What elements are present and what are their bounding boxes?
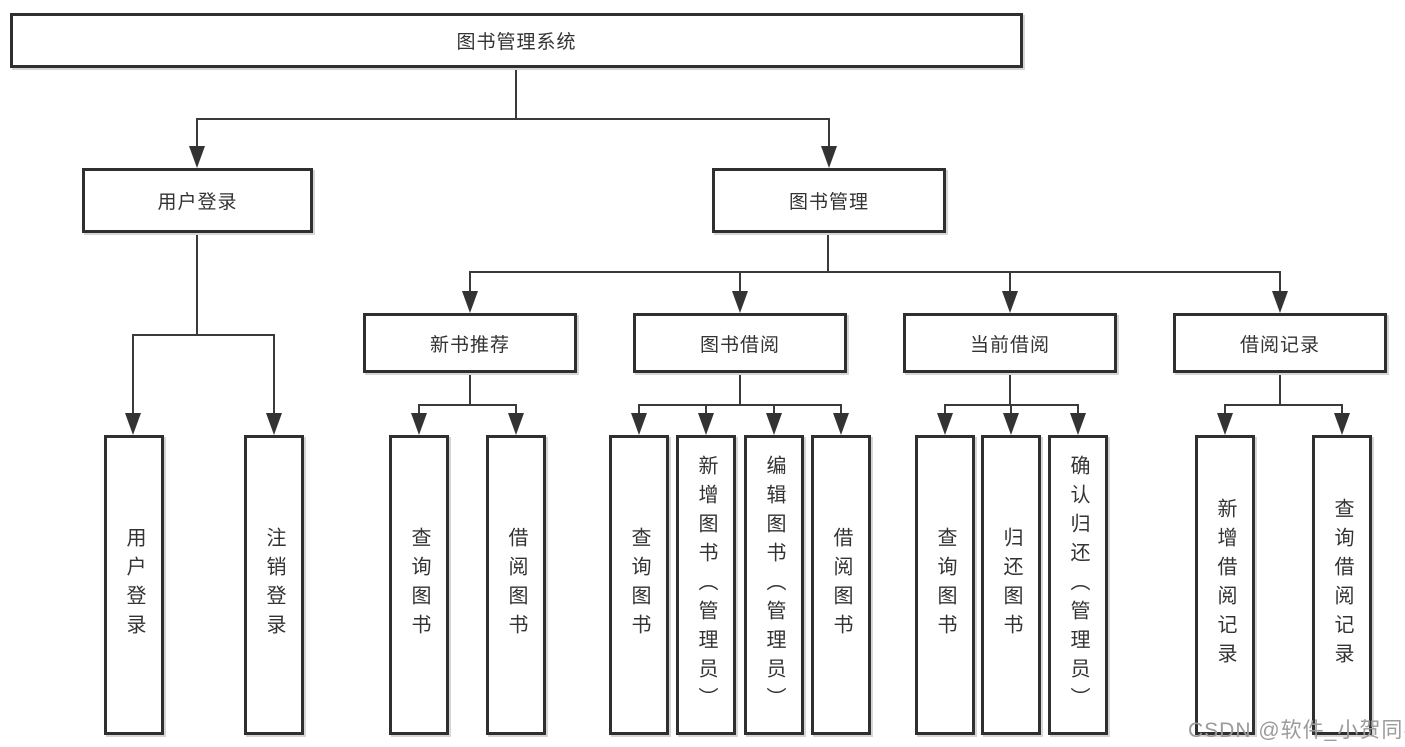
connector-current-borrow-stub — [1009, 373, 1011, 406]
connector-root-bar — [197, 118, 830, 120]
leaf-cb-return-books-label: 归还图书 — [1000, 527, 1022, 643]
connector-borrow-records-bar — [1225, 404, 1343, 406]
node-current-borrow-label: 当前借阅 — [969, 334, 1050, 356]
leaf-br-query-record-label: 查询借阅记录 — [1331, 498, 1353, 672]
arrow-down-icon — [462, 291, 478, 313]
node-borrow-records: 借阅记录 — [1173, 313, 1387, 373]
leaf-rec-borrow-books-label: 借阅图书 — [505, 527, 527, 643]
connector-root-to-book-management — [828, 118, 830, 148]
leaf-user-login-label: 用户登录 — [123, 527, 145, 643]
leaf-rec-query-books: 查询图书 — [389, 435, 449, 735]
leaf-rec-query-books-label: 查询图书 — [408, 527, 430, 643]
arrow-down-icon — [766, 413, 782, 435]
leaf-cb-confirm-return-label: 确认归还（管理员） — [1067, 454, 1089, 716]
node-book-borrow-label: 图书借阅 — [699, 334, 780, 356]
connector-root-stub — [515, 68, 517, 120]
leaf-cb-query-books-label: 查询图书 — [934, 527, 956, 643]
arrow-down-icon — [1272, 291, 1288, 313]
arrow-down-icon — [125, 413, 141, 435]
leaf-bb-borrow-books: 借阅图书 — [811, 435, 871, 735]
arrow-down-icon — [821, 146, 837, 168]
leaf-bb-add-books-label: 新增图书（管理员） — [695, 454, 717, 716]
connector-to-book-borrow — [739, 271, 741, 293]
connector-to-leaf-cb-confirm — [1077, 404, 1079, 415]
node-user-login: 用户登录 — [82, 168, 313, 233]
connector-to-leaf-bb-add — [705, 404, 707, 415]
leaf-cb-query-books: 查询图书 — [915, 435, 975, 735]
leaf-cb-confirm-return: 确认归还（管理员） — [1048, 435, 1108, 735]
connector-user-login-stub — [196, 233, 198, 336]
connector-to-leaf-bb-query — [638, 404, 640, 415]
arrow-down-icon — [1217, 413, 1233, 435]
connector-book-management-stub — [827, 233, 829, 273]
leaf-bb-query-books: 查询图书 — [609, 435, 669, 735]
node-book-borrow: 图书借阅 — [633, 313, 847, 373]
leaf-br-add-record-label: 新增借阅记录 — [1214, 498, 1236, 672]
node-current-borrow: 当前借阅 — [903, 313, 1117, 373]
arrow-down-icon — [631, 413, 647, 435]
connector-to-leaf-bb-edit — [773, 404, 775, 415]
connector-to-leaf-bb-borrow — [840, 404, 842, 415]
connector-new-book-recommend-bar — [419, 404, 517, 406]
arrow-down-icon — [833, 413, 849, 435]
arrow-down-icon — [1002, 291, 1018, 313]
watermark: CSDN @软件_小贺同学 — [1188, 719, 1405, 742]
connector-to-leaf-cb-return — [1010, 404, 1012, 415]
node-user-login-label: 用户登录 — [157, 192, 238, 213]
connector-root-to-user-login — [196, 118, 198, 148]
node-new-book-recommend-label: 新书推荐 — [429, 334, 510, 356]
connector-book-management-bar — [470, 271, 1281, 273]
arrow-down-icon — [698, 413, 714, 435]
leaf-br-query-record: 查询借阅记录 — [1312, 435, 1372, 735]
leaf-bb-borrow-books-label: 借阅图书 — [830, 527, 852, 643]
leaf-bb-edit-books-label: 编辑图书（管理员） — [763, 454, 785, 716]
connector-to-leaf-logout — [273, 334, 275, 415]
arrow-down-icon — [508, 413, 524, 435]
leaf-cb-return-books: 归还图书 — [981, 435, 1041, 735]
connector-book-borrow-stub — [739, 373, 741, 406]
arrow-down-icon — [732, 291, 748, 313]
node-root-label: 图书管理系统 — [456, 32, 577, 53]
connector-to-leaf-rec-borrow — [515, 404, 517, 415]
connector-to-new-book-recommend — [469, 271, 471, 293]
leaf-bb-edit-books: 编辑图书（管理员） — [744, 435, 804, 735]
connector-to-leaf-cb-query — [944, 404, 946, 415]
connector-user-login-bar — [133, 334, 275, 336]
leaf-rec-borrow-books: 借阅图书 — [486, 435, 546, 735]
arrow-down-icon — [937, 413, 953, 435]
leaf-br-add-record: 新增借阅记录 — [1195, 435, 1255, 735]
arrow-down-icon — [1070, 413, 1086, 435]
connector-to-leaf-user-login — [132, 334, 134, 415]
connector-current-borrow-bar — [945, 404, 1079, 406]
leaf-logout: 注销登录 — [244, 435, 304, 735]
node-book-management-label: 图书管理 — [788, 192, 869, 213]
connector-new-book-recommend-stub — [469, 373, 471, 406]
node-new-book-recommend: 新书推荐 — [363, 313, 577, 373]
arrow-down-icon — [1003, 413, 1019, 435]
node-root: 图书管理系统 — [10, 13, 1023, 68]
connector-to-leaf-br-query — [1341, 404, 1343, 415]
arrow-down-icon — [189, 146, 205, 168]
node-book-management: 图书管理 — [712, 168, 946, 233]
arrow-down-icon — [1334, 413, 1350, 435]
leaf-user-login: 用户登录 — [104, 435, 164, 735]
connector-to-current-borrow — [1009, 271, 1011, 293]
connector-borrow-records-stub — [1279, 373, 1281, 406]
arrow-down-icon — [266, 413, 282, 435]
connector-to-leaf-br-add — [1224, 404, 1226, 415]
leaf-logout-label: 注销登录 — [263, 527, 285, 643]
connector-to-borrow-records — [1279, 271, 1281, 293]
leaf-bb-query-books-label: 查询图书 — [628, 527, 650, 643]
connector-to-leaf-rec-query — [418, 404, 420, 415]
arrow-down-icon — [411, 413, 427, 435]
leaf-bb-add-books: 新增图书（管理员） — [676, 435, 736, 735]
connector-book-borrow-bar — [639, 404, 842, 406]
node-borrow-records-label: 借阅记录 — [1239, 334, 1320, 356]
